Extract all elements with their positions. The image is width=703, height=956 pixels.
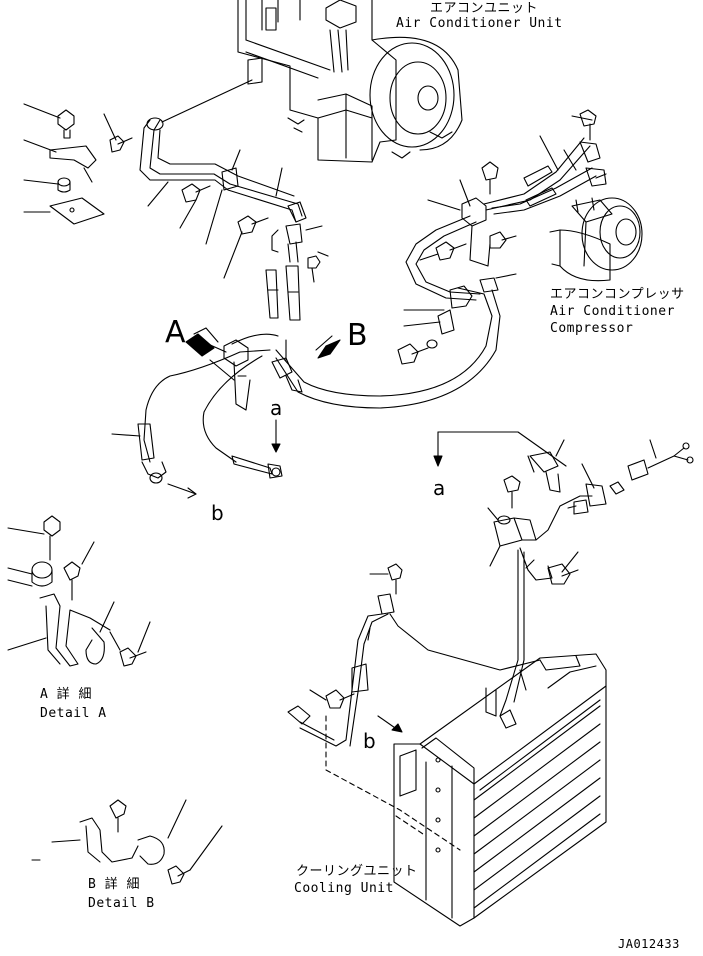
view-arrow-a-label: A — [165, 315, 186, 350]
right-leaders — [403, 115, 607, 327]
ac-unit-label-en: Air Conditioner Unit — [396, 16, 563, 31]
ref-b-upper: b — [211, 501, 224, 525]
view-arrow-b-label: B — [347, 318, 368, 353]
compressor-label-en-line1: Air Conditioner — [550, 304, 675, 319]
middle-leaders — [111, 339, 287, 499]
middle-hose-assembly — [137, 287, 501, 484]
compressor-label-en-line2: Compressor — [550, 321, 634, 336]
cooling-unit-label-en: Cooling Unit — [294, 881, 394, 896]
right-clamp-harness — [309, 431, 694, 733]
detail-a-drawing — [7, 515, 151, 667]
ac-unit-label-jp: エアコンユニット — [430, 1, 539, 16]
detail-a-label-jp: A 詳 細 — [40, 687, 92, 702]
upper-hose-assembly — [139, 117, 307, 263]
detail-b-label-en: Detail B — [88, 896, 155, 911]
upper-left-leaders — [23, 103, 329, 279]
detail-b-label-jp: B 詳 細 — [88, 877, 140, 892]
compressor — [549, 197, 643, 282]
right-hose-assembly — [397, 109, 607, 365]
lower-hose-assembly — [287, 563, 541, 747]
ref-a-lower: a — [433, 476, 446, 500]
ref-a-upper: a — [270, 396, 283, 420]
drawing-number: JA012433 — [618, 937, 680, 951]
compressor-label-jp: エアコンコンプレッサ — [550, 287, 685, 302]
cooling-unit — [325, 653, 607, 927]
cooling-unit-label-jp: クーリングユニット — [296, 864, 418, 879]
ref-b-lower: b — [363, 729, 376, 753]
detail-b-drawing — [31, 799, 223, 885]
air-conditioner-unit — [237, 0, 463, 163]
detail-a-label-en: Detail A — [40, 706, 107, 721]
upper-left-hardware — [49, 109, 321, 321]
